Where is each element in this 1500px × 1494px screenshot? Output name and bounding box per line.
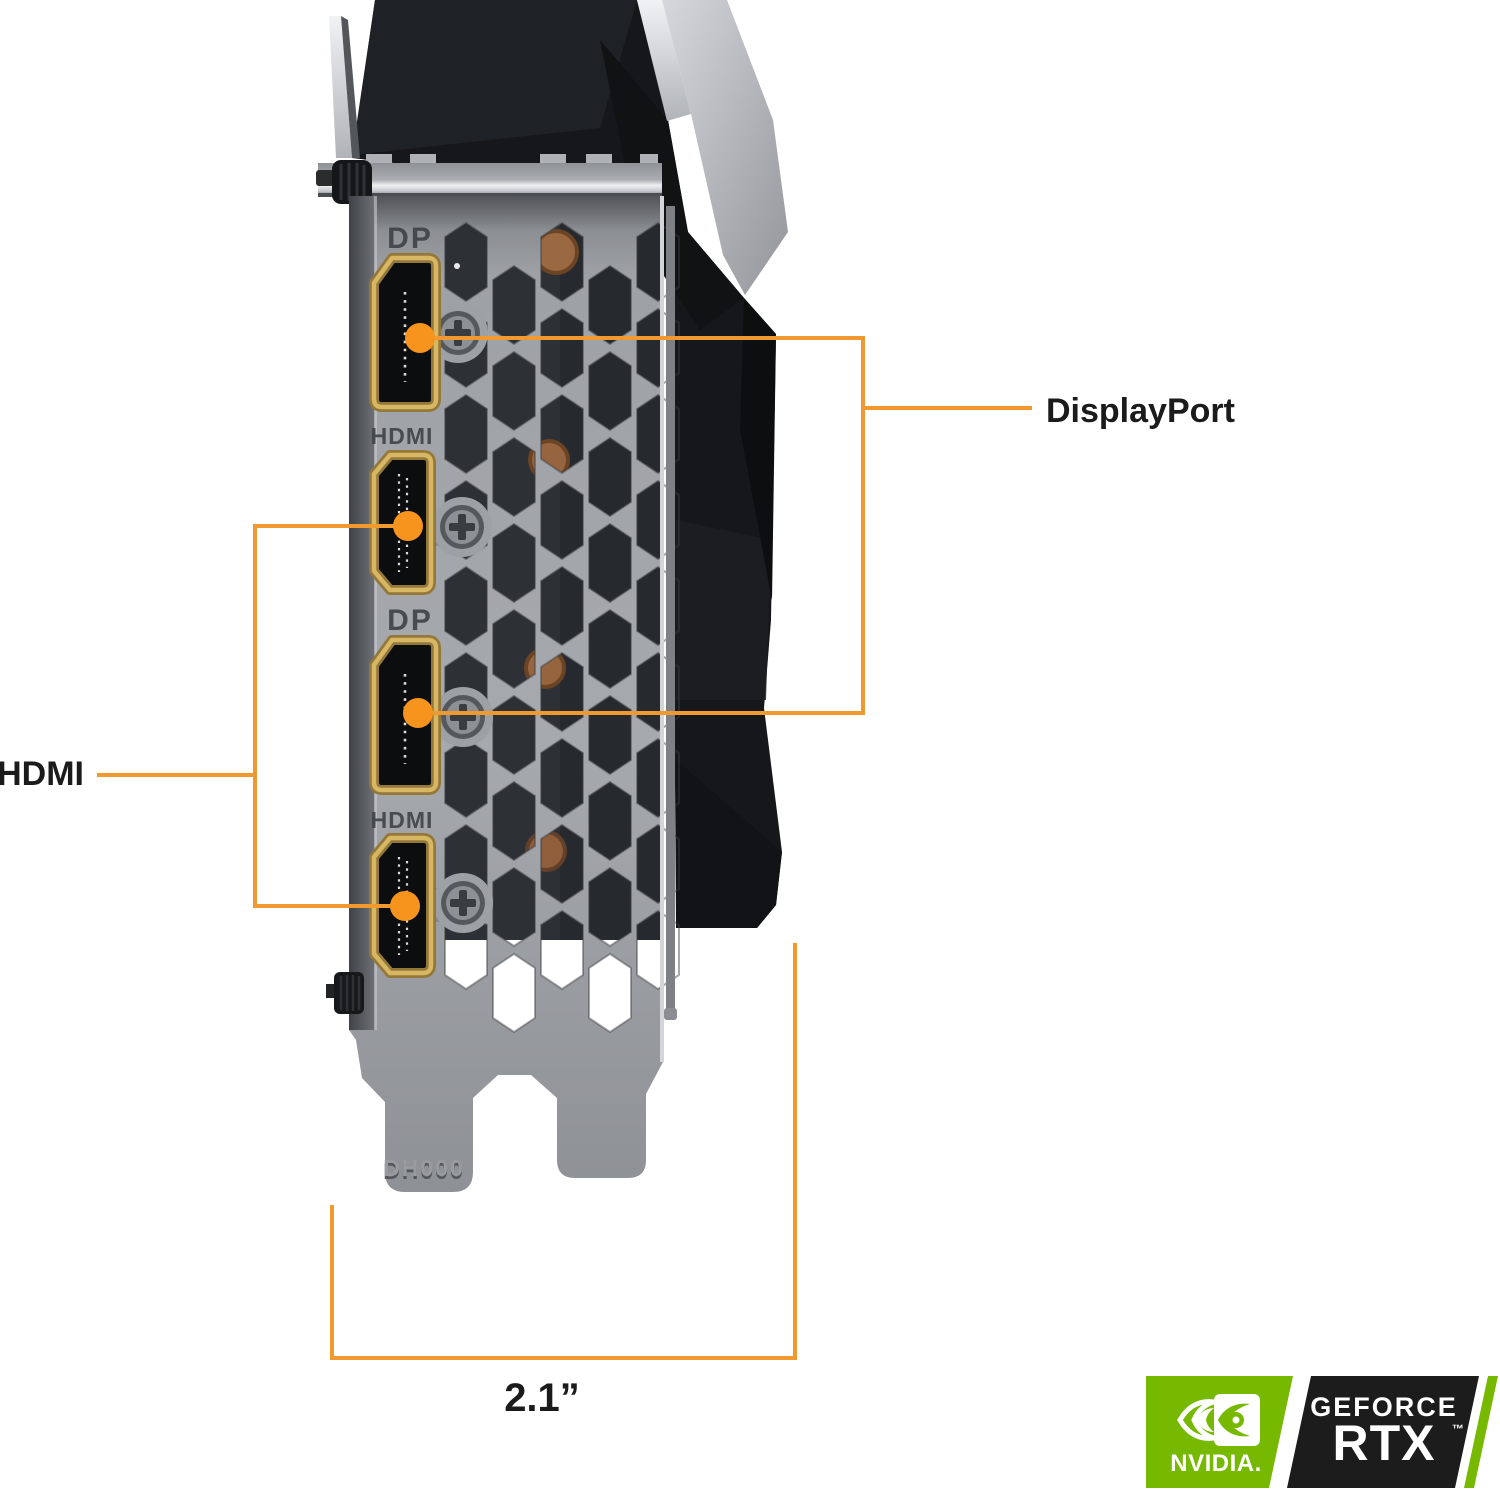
ports: [369, 253, 441, 978]
width-measurement-label: 2.1”: [504, 1376, 580, 1420]
badge-green-panel: NVIDIA.: [1146, 1376, 1293, 1488]
port-label-dp-2: DP: [387, 604, 433, 637]
rtx-trademark: ™: [1452, 1422, 1464, 1436]
screws: [436, 311, 485, 925]
plate-right-highlight: [660, 196, 664, 1062]
hdmi-dot-2: [390, 891, 420, 921]
geforce-text: GEFORCE: [1310, 1392, 1458, 1422]
nvidia-eye-icon: [1177, 1394, 1260, 1446]
screw-icon: [441, 695, 485, 739]
thumbscrew-bottom: [326, 972, 364, 1014]
bracket-stamp-text: DH000: [383, 1155, 465, 1181]
indicator-dot: [454, 263, 460, 269]
callout-dots: [390, 323, 435, 921]
badge-black-panel: [1287, 1376, 1479, 1488]
port-label-dp-1: DP: [387, 222, 433, 255]
port-label-hdmi-2: HDMI: [371, 807, 434, 833]
hdmi-dot-1: [393, 511, 423, 541]
width-measurement-line: [330, 943, 797, 1360]
screw-icon: [441, 881, 485, 925]
plate-right-tab: [666, 206, 675, 1018]
hdmi-label: HDMI: [0, 755, 84, 793]
bracket-flange: [318, 154, 662, 197]
flange-shadow: [349, 196, 663, 230]
displayport-dot-2: [403, 698, 433, 728]
displayport-dot-1: [405, 323, 435, 353]
callout-lines: [97, 336, 1032, 1360]
bracket-lip: [329, 16, 360, 158]
bracket-stamp: DH000 DH000: [383, 1155, 465, 1184]
thumbscrew-top: [316, 160, 372, 204]
screw-icon: [440, 505, 484, 549]
port-labels: DP HDMI DP HDMI: [371, 222, 434, 833]
displayport-port-1: [369, 253, 441, 412]
nvidia-geforce-rtx-badge: NVIDIA. GEFORCE RTX ™: [1146, 1376, 1500, 1488]
port-label-hdmi-1: HDMI: [371, 423, 434, 449]
shroud-chrome-accent: [637, 0, 788, 295]
bracket-stamp-shadow: DH000: [383, 1158, 465, 1184]
displayport-label: DisplayPort: [1046, 392, 1235, 430]
displayport-callout-line: [418, 336, 865, 715]
rtx-text: RTX: [1332, 1415, 1436, 1471]
plate-right-tab-foot: [664, 1008, 677, 1020]
screw-icon: [436, 311, 480, 355]
hdmi-callout-line: [253, 524, 408, 908]
nvidia-brand-text: NVIDIA.: [1170, 1450, 1262, 1477]
plate-left-highlight: [374, 196, 377, 1030]
